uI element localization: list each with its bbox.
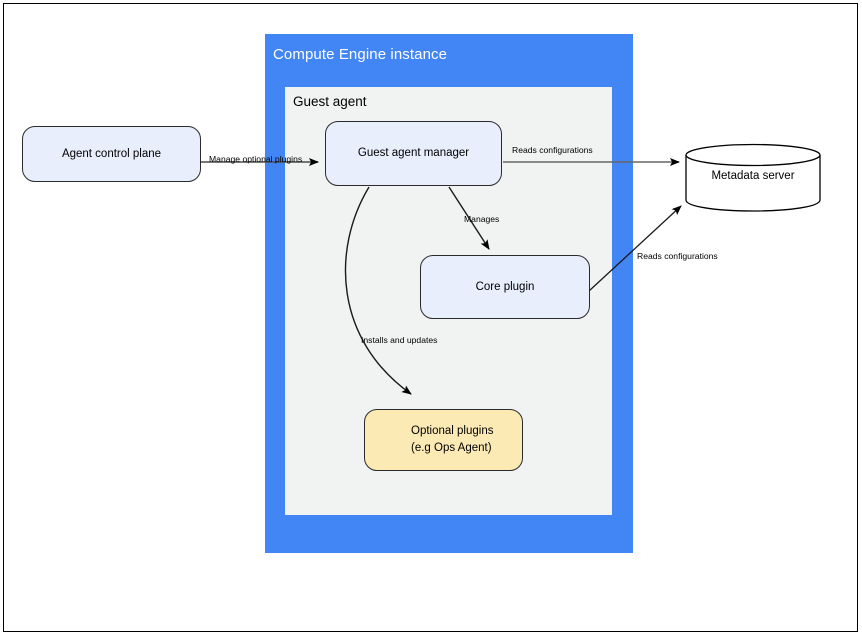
node-guest-agent-manager-label: Guest agent manager [357, 147, 470, 160]
guest-agent-title: Guest agent [293, 94, 367, 109]
node-core-plugin-label: Core plugin [475, 280, 535, 293]
edge-label-manages: Manages [464, 214, 500, 224]
edge-reads-configurations-core [588, 205, 682, 292]
metadata-server-cylinder [685, 143, 821, 212]
edge-label-reads-configurations-core: Reads configurations [637, 251, 718, 261]
node-optional-plugins-label-line1: Optional plugins [411, 425, 494, 438]
image-border [3, 3, 858, 632]
edge-label-reads-configurations-manager: Reads configurations [512, 145, 593, 155]
edge-installs-and-updates [344, 186, 412, 395]
edge-label-installs-and-updates: Installs and updates [361, 335, 438, 345]
node-optional-plugins-label-line2: (e.g Ops Agent) [411, 442, 492, 454]
node-agent-control-plane[interactable]: Agent control plane [22, 126, 201, 182]
node-optional-plugins[interactable]: Optional plugins (e.g Ops Agent) [364, 409, 523, 471]
node-guest-agent-manager[interactable]: Guest agent manager [325, 121, 502, 186]
node-metadata-server-label: Metadata server [711, 170, 795, 182]
edge-manages [448, 186, 490, 250]
node-core-plugin[interactable]: Core plugin [420, 255, 590, 319]
node-agent-control-plane-label: Agent control plane [61, 147, 162, 160]
compute-engine-instance-title: Compute Engine instance [273, 46, 448, 63]
edge-label-manage-optional-plugins: Manage optional plugins [209, 154, 303, 164]
